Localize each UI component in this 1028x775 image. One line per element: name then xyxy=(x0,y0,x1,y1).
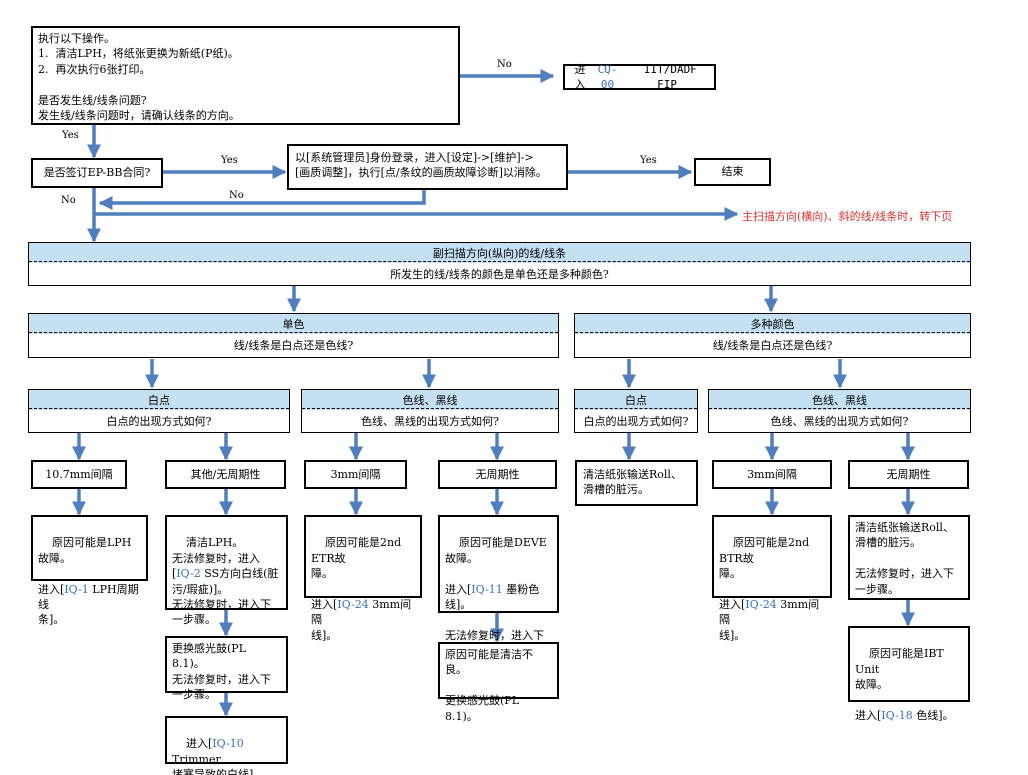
mono-color-question: 色线、黑线的出现方式如何? xyxy=(302,408,558,432)
etr-post: 3mm间隔 线]。 xyxy=(311,597,412,642)
multi-header: 多种颜色 线/线条是白点还是色线? xyxy=(574,313,971,358)
mono-question: 线/线条是白点还是色线? xyxy=(29,332,558,357)
btr-ref: IQ-24 xyxy=(745,597,777,611)
ibt-post: 色线]。 xyxy=(912,708,954,722)
roll-clean-box: 清洁纸张输送Roll、 滑槽的脏污。 无法修复时，进入下 一步骤。 xyxy=(848,515,970,600)
label-yes-2: Yes xyxy=(221,155,238,166)
step1-box: 执行以下操作。 1. 清洁LPH，将纸张更换为新纸(P纸)。 2. 再次执行6张… xyxy=(31,26,460,125)
trim-ref: IQ-10 xyxy=(212,737,244,751)
sub-scan-header: 副扫描方向(纵向)的线/线条 所发生的线/线条的颜色是单色还是多种颜色? xyxy=(28,242,971,286)
label-yes-3: Yes xyxy=(640,155,657,166)
btr-pre: 原因可能是2nd BTR故 障。 进入[ xyxy=(719,536,810,611)
trimmer-box: 进入[IQ-10 Trimmer 堵塞导致的白线]。 xyxy=(165,716,288,775)
mono-header: 单色 线/线条是白点还是色线? xyxy=(28,313,559,358)
arrow-admin-return xyxy=(98,190,426,210)
label-no-3: No xyxy=(61,195,76,206)
cq00-post: IIT/DADF FIP xyxy=(637,62,704,91)
mono-title: 单色 xyxy=(29,314,558,334)
next-page-note: 主扫描方向(横向)、斜的线/线条时，转下页 xyxy=(742,210,953,223)
mono-color-3mm-box: 3mm间隔 xyxy=(304,460,407,489)
mono-color-header: 色线、黑线 色线、黑线的出现方式如何? xyxy=(301,389,559,433)
lph-ref: IQ-1 xyxy=(64,582,89,596)
ibt-ref: IQ-18 xyxy=(881,708,913,722)
clean-lph-box: 清洁LPH。 无法修复时，进入 [IQ-2 SS方向白线(脏 污/瑕疵)]。 无… xyxy=(165,515,288,626)
mono-color-none-box: 无周期性 xyxy=(438,460,557,489)
etr-pre: 原因可能是2nd ETR故 障。 进入[ xyxy=(311,536,402,611)
label-no-1: No xyxy=(497,59,512,70)
multi-color-question: 色线、黑线的出现方式如何? xyxy=(709,408,970,432)
mono-white-other-box: 其他/无周期性 xyxy=(165,460,286,489)
clean-post: SS方向白线(脏 污/瑕疵)]。 无法修复时，进入下 一步骤。 xyxy=(172,567,279,627)
clean-pre: 清洁LPH。 无法修复时，进入 [ xyxy=(172,536,260,581)
lph-post: LPH周期线 条]。 xyxy=(38,582,139,627)
etr-ref: IQ-24 xyxy=(337,597,369,611)
trim-pre: 进入[ xyxy=(186,737,213,751)
mono-white-question: 白点的出现方式如何? xyxy=(29,408,289,432)
multi-color-3mm-box: 3mm间隔 xyxy=(712,460,832,489)
lph-pre: 原因可能是LPH故障。 进入[ xyxy=(38,536,132,596)
multi-white-title: 白点 xyxy=(575,390,697,410)
mono-white-title: 白点 xyxy=(29,390,289,410)
multi-color-none-box: 无周期性 xyxy=(848,460,969,489)
deve-ref: IQ-11 xyxy=(471,582,503,596)
mono-color-title: 色线、黑线 xyxy=(302,390,558,410)
label-yes-1: Yes xyxy=(62,130,79,141)
clean-bad-box: 原因可能是清洁不良。 更换感光鼓(PL 8.1)。 xyxy=(438,642,559,723)
sub-scan-title: 副扫描方向(纵向)的线/线条 xyxy=(29,243,970,263)
multi-white-question: 白点的出现方式如何? xyxy=(575,408,697,432)
sub-scan-question: 所发生的线/线条的颜色是单色还是多种颜色? xyxy=(29,261,970,285)
mono-white-interval-box: 10.7mm间隔 xyxy=(31,460,127,489)
multi-question: 线/线条是白点还是色线? xyxy=(575,332,970,357)
ibt-fault-box: 原因可能是IBT Unit 故障。 进入[IQ-18 色线]。 xyxy=(848,626,970,722)
contract-box: 是否签订EP-BB合同? xyxy=(31,158,163,188)
trim-post: Trimmer 堵塞导致的白线]。 xyxy=(172,752,265,775)
lph-fault-box: 原因可能是LPH故障。 进入[IQ-1 LPH周期线 条]。 xyxy=(31,515,148,626)
multi-title: 多种颜色 xyxy=(575,314,970,334)
clean-ref: IQ-2 xyxy=(176,567,201,581)
etr-fault-box: 原因可能是2nd ETR故 障。 进入[IQ-24 3mm间隔 线]。 xyxy=(304,515,422,642)
deve-pre: 原因可能是DEVE故障。 进入[ xyxy=(445,536,547,596)
cq00-box: 进入 CQ-00 IIT/DADF FIP xyxy=(563,62,716,91)
deve-fault-box: 原因可能是DEVE故障。 进入[IQ-11 墨粉色线]。 无法修复时，进入下 一… xyxy=(438,515,559,657)
multi-color-title: 色线、黑线 xyxy=(709,390,970,410)
btr-post: 3mm间隔 线]。 xyxy=(719,597,820,642)
multi-white-dirt-box: 清洁纸张输送Roll、 滑槽的脏污。 xyxy=(575,460,698,506)
admin-box: 以[系统管理员]身份登录，进入[设定]->[维护]-> [画质调整]，执行[点/… xyxy=(287,144,568,190)
end-box: 结束 xyxy=(694,158,771,186)
mono-white-header: 白点 白点的出现方式如何? xyxy=(28,389,290,433)
cq00-pre: 进入 xyxy=(574,62,586,91)
multi-white-header: 白点 白点的出现方式如何? xyxy=(574,389,698,433)
btr-fault-box: 原因可能是2nd BTR故 障。 进入[IQ-24 3mm间隔 线]。 xyxy=(712,515,832,642)
label-no-2: No xyxy=(229,190,244,201)
ibt-pre: 原因可能是IBT Unit 故障。 进入[ xyxy=(855,647,944,722)
cq00-ref: CQ-00 xyxy=(597,62,618,91)
drum-replace-box: 更换感光鼓(PL 8.1)。 无法修复时，进入下 一步骤。 xyxy=(165,636,288,701)
multi-color-header: 色线、黑线 色线、黑线的出现方式如何? xyxy=(708,389,971,433)
